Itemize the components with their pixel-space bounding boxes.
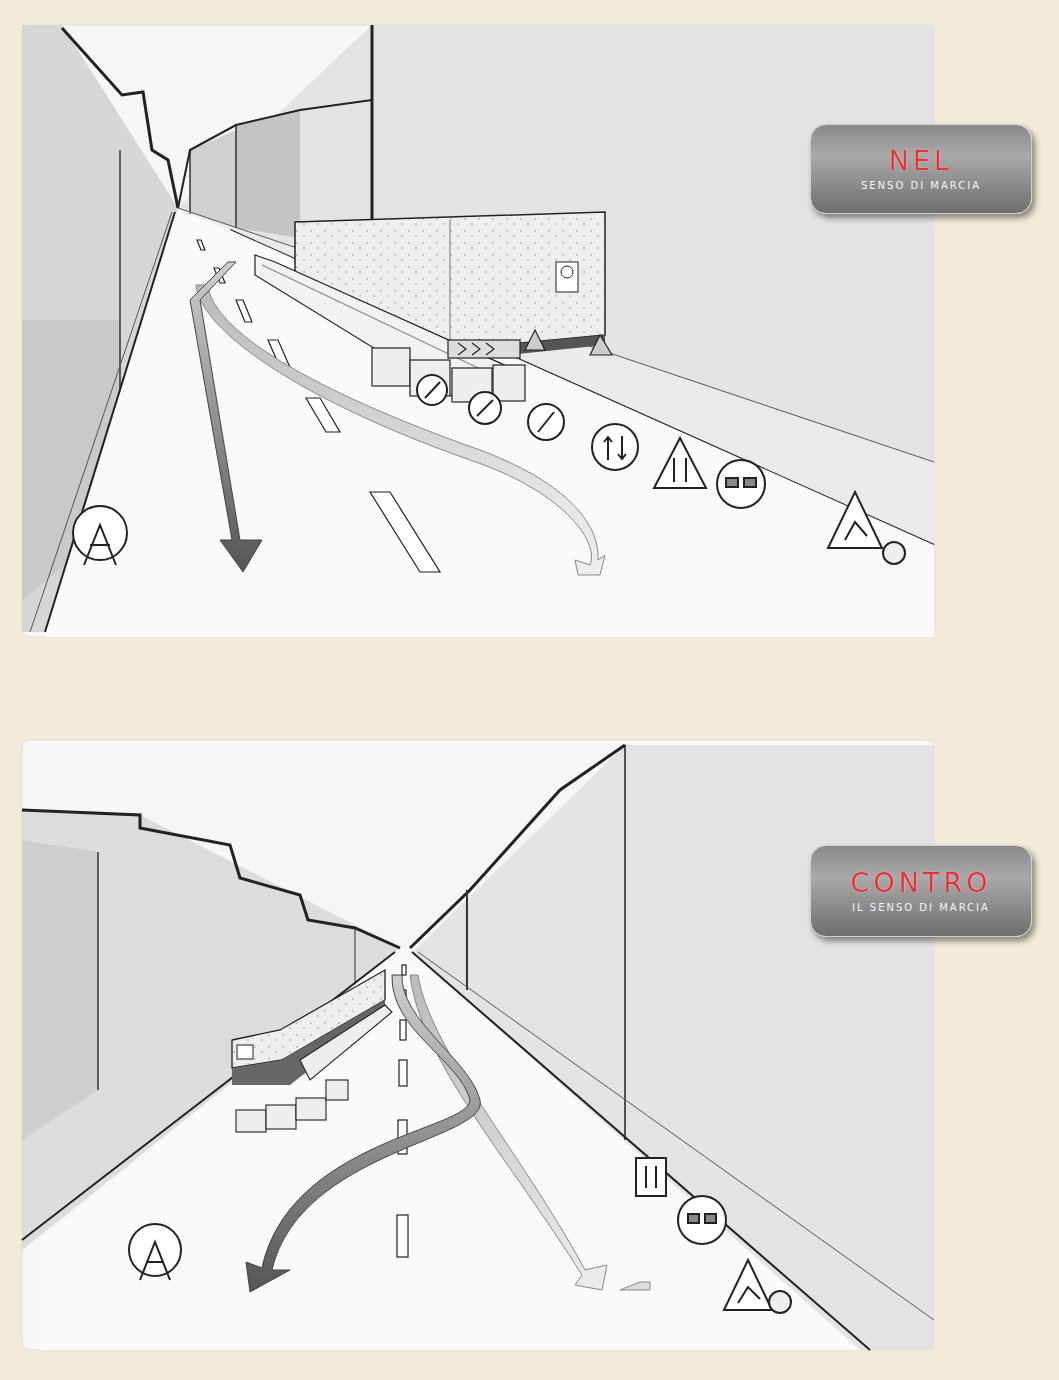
- badge-heading: CONTRO: [851, 868, 992, 898]
- bottom-panel: [22, 740, 934, 1350]
- title-badge: NEL SENSO DI MARCIA: [810, 124, 1032, 214]
- top-panel: [22, 25, 934, 637]
- title-badge: CONTRO IL SENSO DI MARCIA: [810, 845, 1032, 937]
- badge-subtitle: IL SENSO DI MARCIA: [852, 901, 990, 914]
- badge-heading: NEL: [889, 146, 953, 176]
- badge-subtitle: SENSO DI MARCIA: [861, 179, 981, 192]
